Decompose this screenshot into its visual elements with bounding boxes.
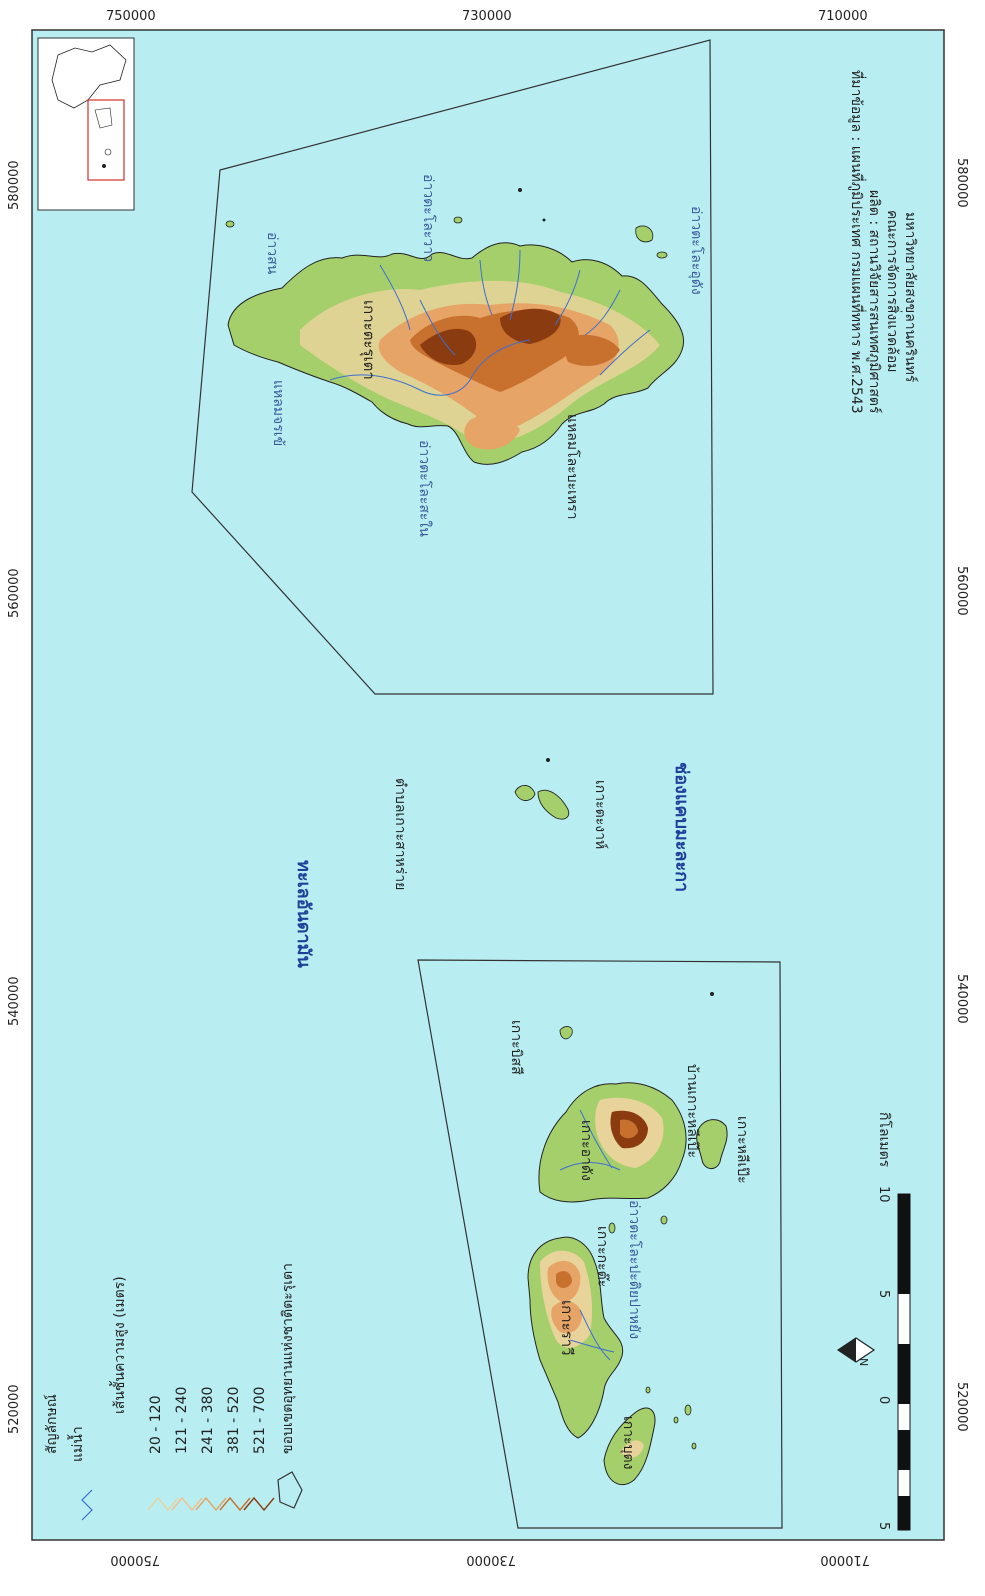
scale-unit: กิโลเมตร: [876, 1112, 893, 1168]
scale-label-5: 5: [876, 1290, 891, 1298]
place-labels: อ่าวสน อ่าวตะโละวาว อ่าวตะโละอุดัง เกาะต…: [264, 174, 750, 1469]
tick-top-2: 730000: [462, 9, 512, 24]
ko-lipe-island: [696, 1119, 728, 1169]
label-ko-butang: เกาะบุตง: [620, 1416, 636, 1469]
source-info: ที่มาข้อมูล : แผนที่ภูมิประเทศ กรมแผนที่…: [848, 70, 919, 414]
legend-class-1: 20 - 120: [148, 1396, 164, 1455]
label-ko-tanga: เกาะตะงาห์: [592, 780, 609, 849]
right-tick-labels: 520000 540000 560000 580000: [954, 158, 969, 1432]
legend-class-4-symbol: [219, 1496, 251, 1512]
label-ko-rawi: เกาะราวี: [558, 1300, 576, 1356]
tick-top-3: 710000: [818, 9, 868, 24]
park-boundary-south: [417, 959, 783, 1529]
tick-bottom-3: 710000: [820, 1552, 870, 1567]
ko-bitsi-island: [559, 1026, 573, 1040]
scale-bar: 5 0 5 10 กิโลเมตร: [876, 1112, 911, 1531]
ko-rawi-island: [527, 1236, 624, 1439]
scale-label-10: 10: [876, 1186, 891, 1203]
label-tarutao: เกาะตะรุเตา: [359, 300, 378, 380]
legend-boundary-symbol: [277, 1471, 303, 1509]
label-ko-adang: เกาะอาดัง: [578, 1120, 594, 1181]
label-ao-talo-udang: อ่าวตะโละอุดัง: [688, 206, 705, 295]
label-ao-son: อ่าวสน: [264, 232, 280, 275]
tick-right-2: 540000: [954, 974, 969, 1024]
label-ao-talo-sai: อ่าวตะโละสะใน: [416, 440, 433, 537]
tick-right-1: 520000: [954, 1382, 969, 1432]
label-laem-talo-nohrao: แหลมโละบะเหรา: [564, 414, 581, 519]
legend-river: แม่น้ำ: [67, 1426, 86, 1462]
north-label: N: [857, 1358, 870, 1366]
inset-highlight-box: [87, 99, 125, 181]
scale-label-0: 0: [876, 1396, 891, 1404]
legend-boundary: ขอบเขตอุทยานแห่งชาติตะรุเตา: [280, 1263, 296, 1454]
legend-class-5: 521 - 700: [252, 1387, 268, 1454]
park-boundary-north: [191, 39, 714, 695]
label-ban-lipe: บ้านเกาะหลีเป๊ะ: [684, 1064, 700, 1158]
legend-class-3-symbol: [195, 1496, 227, 1512]
label-tambon: ตำบลเกาะสาหร่าย: [392, 778, 408, 890]
tick-left-3: 560000: [7, 568, 22, 618]
scale-label-5-left: 5: [876, 1522, 891, 1530]
bottom-tick-labels: 750000 730000 710000: [110, 1552, 870, 1567]
legend-class-3: 241 - 380: [200, 1387, 216, 1454]
left-tick-labels: 520000 540000 560000 580000: [7, 160, 22, 1434]
small-islets-south: [608, 1215, 697, 1450]
label-ao-pattaya: อ่าวตะโละปะติยปาหยัง: [626, 1200, 643, 1339]
label-laem-son: แหลมจรเข้: [270, 380, 286, 446]
legend-class-2: 121 - 240: [174, 1387, 190, 1454]
tick-top-1: 750000: [106, 9, 156, 24]
legend: สัญลักษณ์ แม่น้ำ เส้นชั้นความสูง (เมตร) …: [43, 1263, 303, 1521]
tick-right-4: 580000: [954, 158, 969, 208]
tick-right-3: 560000: [954, 566, 969, 616]
top-tick-labels: 750000 730000 710000: [106, 9, 868, 24]
tick-bottom-2: 730000: [466, 1552, 516, 1567]
ko-tanga-island: [514, 758, 570, 820]
north-arrow: N: [836, 1337, 876, 1366]
legend-contour-title: เส้นชั้นความสูง (เมตร): [109, 1276, 128, 1414]
source-line-4: มหาวิทยาลัยสงขลานครินทร์: [902, 212, 919, 383]
tick-left-1: 520000: [7, 1384, 22, 1434]
label-channel: ช่องแคบมะละกา: [671, 762, 692, 892]
label-ko-lipe: เกาะหลีเป๊ะ: [734, 1116, 750, 1184]
legend-class-1-symbol: [147, 1496, 179, 1512]
source-line-2: ผลิต : สถานวิจัยสารสนเทศภูมิศาสตร์: [866, 190, 883, 414]
legend-class-4: 381 - 520: [226, 1387, 242, 1454]
legend-class-2-symbol: [171, 1496, 203, 1512]
legend-river-symbol: [81, 1489, 93, 1521]
legend-title: สัญลักษณ์: [43, 1394, 60, 1454]
tick-left-4: 580000: [7, 160, 22, 210]
label-ko-bitsi: เกาะบิสสี: [508, 1020, 524, 1075]
inset-locator-map: [37, 37, 135, 211]
label-ao-talo-wao: อ่าวตะโละวาว: [420, 174, 437, 262]
tarutao-islets: [225, 188, 668, 259]
label-sea-andaman: ทะเลอันดามัน: [293, 860, 314, 968]
tick-left-2: 540000: [7, 976, 22, 1026]
source-line-1: ที่มาข้อมูล : แผนที่ภูมิประเทศ กรมแผนที่…: [848, 70, 866, 414]
tarutao-island: [227, 242, 684, 465]
label-ko-kata: เกาะกะต๊ะ: [594, 1226, 610, 1287]
tick-bottom-1: 750000: [110, 1552, 160, 1567]
legend-class-5-symbol: [243, 1496, 275, 1512]
source-line-3: คณะการจัดการสิ่งแวดล้อม: [884, 210, 902, 372]
ko-adang-island: [538, 1082, 687, 1203]
